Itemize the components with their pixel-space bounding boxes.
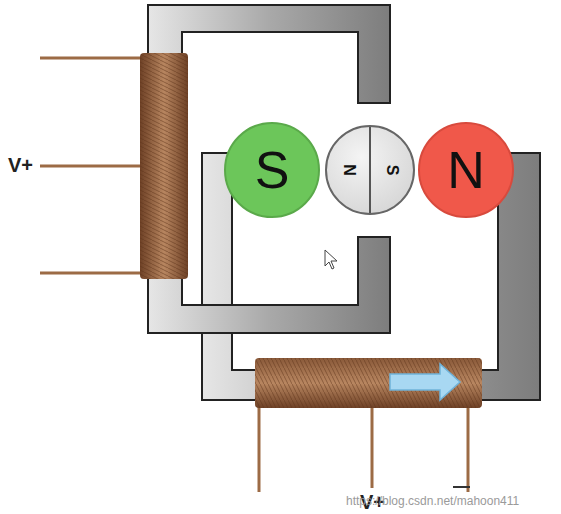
rotor-pole-letter: N: [340, 164, 358, 176]
pole-letter: N: [447, 140, 485, 200]
rotor-pole-letter: S: [383, 165, 401, 176]
pole-letter: S: [255, 140, 290, 200]
supply-label: V+: [8, 154, 33, 177]
watermark: https://blog.csdn.net/mahoon411: [346, 494, 519, 508]
rotor-divider: [369, 127, 371, 213]
stator-pole: S: [224, 122, 320, 218]
rotor-magnet: NS: [325, 125, 415, 215]
stator-pole: N: [418, 122, 514, 218]
